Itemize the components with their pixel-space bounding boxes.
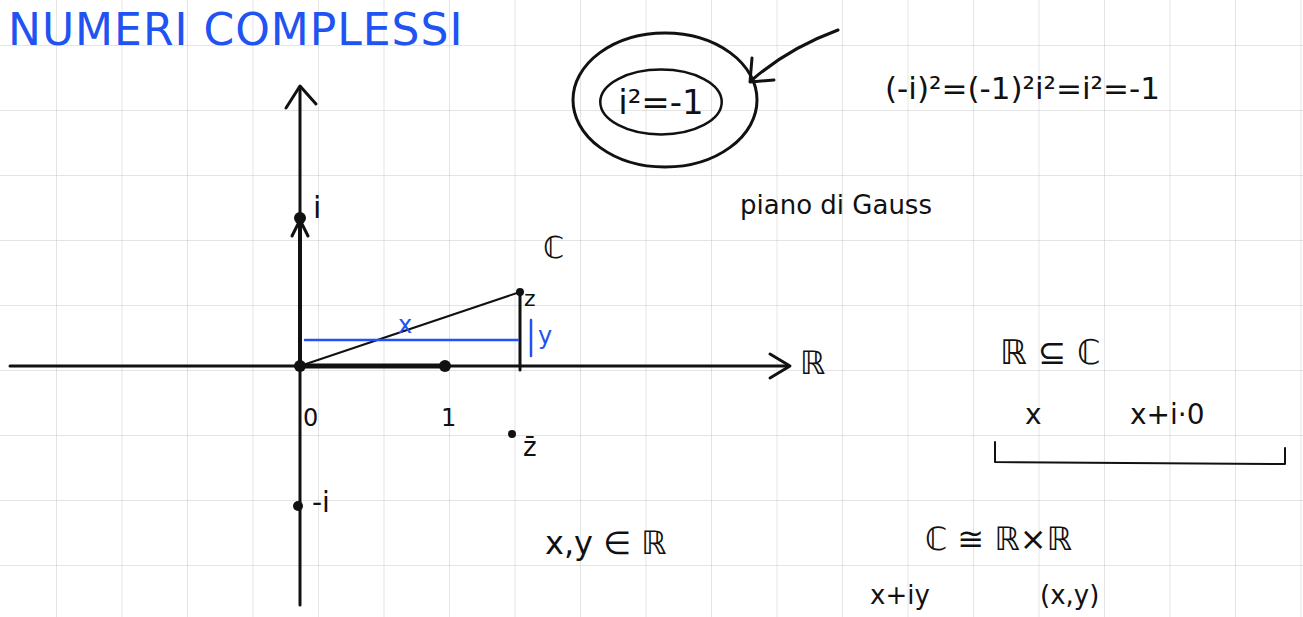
real-axis	[10, 365, 788, 368]
note: piano di Gauss	[740, 190, 932, 221]
formula: ℂ ≅ ℝ×ℝ	[925, 520, 1072, 558]
tick-label: 1	[441, 404, 456, 433]
unit-vector-i	[298, 222, 302, 366]
component-label: y	[538, 322, 552, 351]
point-i	[294, 212, 306, 224]
component-label: x	[398, 311, 412, 340]
page-title: NUMERI COMPLESSI	[8, 4, 463, 57]
point-z-conjugate	[508, 430, 516, 438]
formula: x+i·0	[1130, 398, 1205, 432]
formula: x+iy	[870, 580, 930, 611]
unit-vector-1	[300, 364, 442, 369]
formula: x	[1025, 398, 1042, 432]
axis-label: ℝ	[800, 344, 825, 382]
bracket	[995, 442, 1285, 464]
point-label: z̄	[523, 432, 537, 463]
origin-dot	[294, 360, 306, 372]
circled-formula: i²=-1	[570, 30, 760, 170]
identity-formula: (-i)²=(-1)²i²=i²=-1	[885, 70, 1160, 107]
set-symbol: ℂ	[543, 230, 564, 266]
point-label: -i	[312, 486, 330, 520]
outer-circle	[573, 33, 757, 167]
z-vector	[300, 292, 520, 366]
axis-arrowhead	[770, 354, 790, 378]
imaginary-axis	[299, 88, 302, 605]
y-component	[530, 320, 533, 356]
tick-label: 0	[303, 404, 318, 433]
pointer-arrow	[752, 30, 838, 80]
point-z	[516, 288, 524, 296]
formula-text: i²=-1	[618, 82, 703, 123]
inner-circle	[600, 70, 721, 135]
axis-arrowhead	[286, 86, 316, 108]
z-projection	[519, 292, 522, 370]
point-label: i	[313, 190, 321, 226]
formula: ℝ ⊆ ℂ	[1000, 332, 1101, 373]
x-component	[305, 339, 518, 342]
formula: (x,y)	[1040, 580, 1099, 611]
point-one	[439, 360, 451, 372]
point-minus-i	[293, 501, 303, 511]
point-label: z	[524, 286, 536, 312]
formula: x,y ∈ ℝ	[545, 524, 667, 562]
